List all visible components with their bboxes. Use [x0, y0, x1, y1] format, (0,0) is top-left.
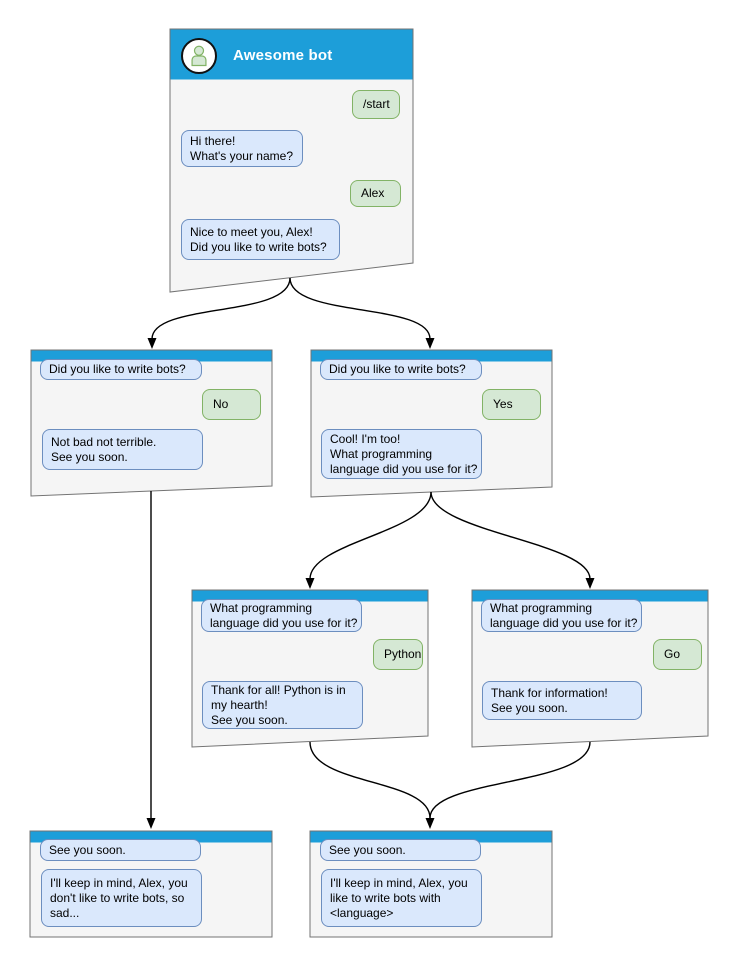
bot-message-reply: I'll keep in mind, Alex, you don't like …: [41, 869, 202, 927]
person-icon: [191, 45, 207, 67]
user-message-name: Alex: [350, 180, 401, 207]
bot-message-question: Did you like to write bots?: [320, 359, 482, 380]
bot-message-farewell: See you soon.: [320, 839, 481, 861]
user-message-answer: Python: [373, 639, 423, 670]
edge-yes-to-python: [309, 491, 432, 580]
edge-yes-to-go: [430, 491, 591, 580]
window-no-header: [31, 350, 272, 362]
bot-avatar: [181, 38, 217, 74]
bot-message-reply: Thank for information! See you soon.: [482, 681, 642, 720]
bot-message-question: What programming language did you use fo…: [201, 599, 362, 632]
arrowhead-main-to-no: [147, 338, 157, 349]
window-go-header: [472, 590, 708, 602]
bot-message-reply: I'll keep in mind, Alex, you like to wri…: [321, 869, 482, 927]
edge-main-to-no: [151, 277, 291, 340]
window-main-title: Awesome bot: [233, 47, 333, 64]
window-farewell-no-header: [30, 831, 272, 843]
edge-go-to-farewell-yes: [429, 741, 591, 819]
bot-message-question: Did you like to write bots?: [40, 359, 202, 380]
bot-message-reply: Cool! I'm too! What programming language…: [321, 429, 482, 479]
arrowhead-yes-to-python: [305, 578, 315, 589]
bot-message-question: What programming language did you use fo…: [481, 599, 642, 632]
window-python-header: [192, 590, 428, 602]
edge-python-to-farewell-yes: [309, 741, 431, 819]
bot-message-reply: Thank for all! Python is in my hearth! S…: [202, 681, 363, 729]
arrowhead-to-farewell-yes: [425, 818, 435, 829]
bot-message-farewell: See you soon.: [40, 839, 201, 861]
user-message-answer: Go: [653, 639, 702, 670]
bot-message-greeting: Hi there! What's your name?: [181, 130, 303, 167]
window-yes-header: [311, 350, 552, 362]
user-message-answer: No: [202, 389, 261, 420]
arrowhead-yes-to-go: [585, 578, 595, 589]
bot-message-question: Nice to meet you, Alex! Did you like to …: [181, 219, 340, 260]
edge-main-to-yes: [289, 277, 431, 340]
bot-message-reply: Not bad not terrible. See you soon.: [42, 429, 203, 470]
window-farewell-yes-header: [310, 831, 552, 843]
arrowhead-main-to-yes: [425, 338, 435, 349]
user-message-start: /start: [352, 90, 400, 119]
arrowhead-to-farewell-no: [146, 818, 156, 829]
user-message-answer: Yes: [482, 389, 541, 420]
